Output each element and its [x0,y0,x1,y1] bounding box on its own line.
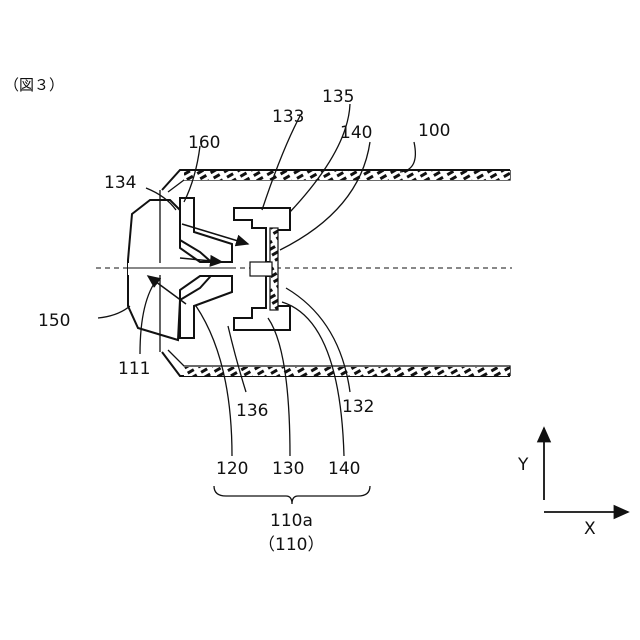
diaphragm-140 [250,228,278,310]
label-140-bottom: 140 [328,459,360,479]
label-140-top: 140 [340,123,372,143]
axis-label-y: Y [517,455,529,475]
label-130: 130 [272,459,304,479]
axis-indicator [544,428,628,512]
label-134: 134 [104,173,136,193]
label-160: 160 [188,133,220,153]
label-132: 132 [342,397,374,417]
label-100: 100 [418,121,450,141]
label-133: 133 [272,107,304,127]
figure-label: （図３） [4,76,64,94]
label-group: 110a [270,511,313,531]
label-136: 136 [236,401,268,421]
axis-label-x: X [584,519,596,539]
label-135: 135 [322,87,354,107]
label-111: 111 [118,359,150,379]
group-bracket [214,486,370,504]
label-150: 150 [38,311,70,331]
label-120: 120 [216,459,248,479]
label-group-paren: （110） [258,535,324,555]
